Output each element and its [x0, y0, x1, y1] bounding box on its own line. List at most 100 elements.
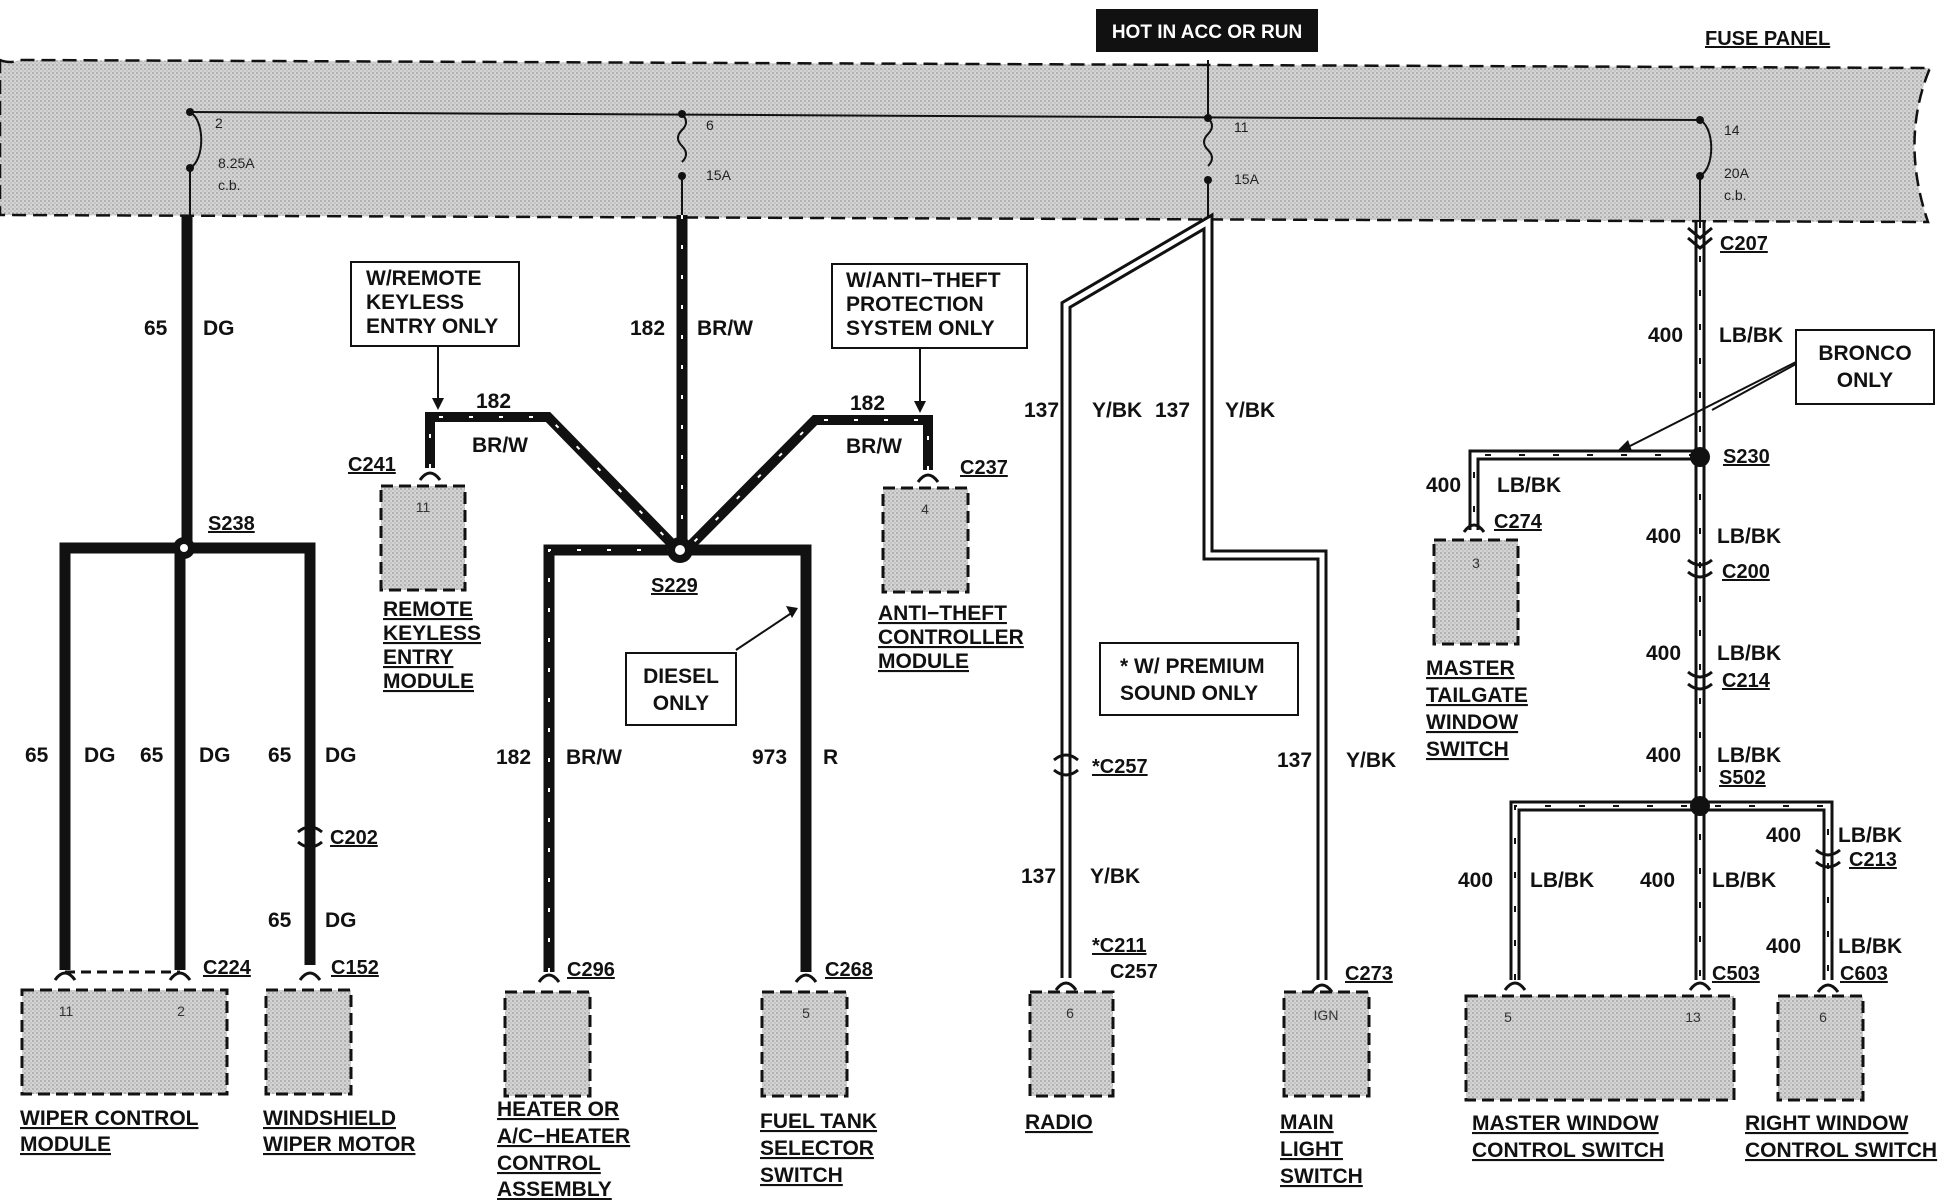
connector-c268: C268	[825, 959, 873, 981]
circuit-973-r	[690, 544, 812, 972]
pin-atc: 4	[921, 501, 929, 517]
connector-c207: C207	[1720, 233, 1768, 255]
note-diesel-line2: ONLY	[653, 692, 709, 715]
heater-box	[503, 990, 592, 1098]
note-premium-line1: * W/ PREMIUM	[1120, 655, 1265, 678]
note-diesel: DIESEL ONLY	[625, 606, 798, 726]
pin-tailgate: 3	[1472, 555, 1480, 571]
remote-keyless-box	[379, 484, 467, 592]
circuit-65-dg	[59, 215, 316, 970]
c202-symbol	[297, 825, 323, 834]
terminal-hooks	[53, 471, 1840, 993]
label-tailgate-4: SWITCH	[1426, 738, 1509, 761]
label-heater-3: CONTROL	[497, 1152, 601, 1175]
wiper-motor-box	[264, 988, 353, 1096]
pin-right-window: 6	[1819, 1009, 1827, 1025]
note-at-line2: PROTECTION	[846, 293, 984, 316]
circuit-400-lbbk	[1468, 222, 1834, 980]
wire-400-label-g: 400	[1640, 869, 1675, 892]
label-tailgate-1: MASTER	[1426, 657, 1515, 680]
fuse-6-number: 6	[706, 117, 714, 133]
label-rke-4: MODULE	[383, 670, 474, 693]
wire-400-label-e: 400	[1646, 744, 1681, 767]
splice-s502-dot	[1690, 796, 1710, 816]
label-tailgate-3: WINDOW	[1426, 711, 1518, 734]
wire-400-label-b: 400	[1426, 474, 1461, 497]
fuse-14-number: 14	[1724, 122, 1740, 138]
c207-symbol	[1687, 226, 1713, 240]
wire-65-label-c: 65	[140, 744, 164, 767]
fuse-6: 6 15A	[677, 110, 732, 215]
note-rke-line1: W/REMOTE	[366, 267, 482, 290]
wire-lbbk-label-e: LB/BK	[1717, 744, 1781, 767]
wire-400-label-i: 400	[1766, 935, 1801, 958]
pin-radio: 6	[1066, 1005, 1074, 1021]
pin-wiper-b: 2	[177, 1003, 185, 1019]
fuse-14-breaker: 14 20A c.b.	[1696, 116, 1750, 222]
wire-65-label-a: 65	[144, 317, 168, 340]
c214-symbol	[1687, 670, 1713, 679]
wire-182-label-b: 182	[476, 390, 511, 413]
fuse-panel-label: FUSE PANEL	[1705, 28, 1830, 50]
connector-c214: C214	[1722, 670, 1771, 692]
connector-c257: C257	[1110, 961, 1158, 983]
label-right-window-2: CONTROL SWITCH	[1745, 1139, 1937, 1162]
fuse-11: 11 15A	[1203, 114, 1260, 222]
wire-137-label-a: 137	[1024, 399, 1059, 422]
component-labels: REMOTE KEYLESS ENTRY MODULE ANTI−THEFT C…	[20, 598, 1937, 1200]
wire-400-label-d: 400	[1646, 642, 1681, 665]
wire-137-label-b: 137	[1155, 399, 1190, 422]
wire-dg-label-c: DG	[199, 744, 231, 767]
right-window-box	[1776, 994, 1865, 1102]
wire-brw-label-c: BR/W	[846, 435, 902, 458]
label-rke-2: KEYLESS	[383, 622, 481, 645]
c202-symbol-b	[297, 840, 323, 849]
wire-65-label-d: 65	[268, 744, 292, 767]
c214-symbol-b	[1687, 682, 1713, 691]
wire-dg-label-d: DG	[325, 744, 357, 767]
connector-labels: C207 C241 C237 C274 C200 C214 C202 C224 …	[203, 233, 1897, 985]
splice-s238-center	[180, 544, 188, 552]
label-master-window-1: MASTER WINDOW	[1472, 1112, 1659, 1135]
label-fuel-3: SWITCH	[760, 1164, 843, 1187]
splice-s238-label: S238	[208, 513, 255, 535]
note-premium-sound: * W/ PREMIUM SOUND ONLY	[1099, 642, 1299, 716]
c207-symbol-b	[1687, 236, 1713, 250]
wire-lbbk-label-h: LB/BK	[1838, 824, 1902, 847]
label-fuel-2: SELECTOR	[760, 1137, 874, 1160]
fuse-14-rating: 20A	[1724, 165, 1750, 181]
label-heater-2: A/C−HEATER	[497, 1125, 630, 1148]
circuit-182-brw	[425, 215, 933, 972]
connector-c237: C237	[960, 457, 1008, 479]
wire-r-label: R	[823, 746, 838, 769]
splice-s502-label: S502	[1719, 767, 1766, 789]
wire-400-label-c: 400	[1646, 525, 1681, 548]
connector-c200: C200	[1722, 561, 1770, 583]
fuse-2-rating: 8.25A	[218, 155, 255, 171]
note-bronco-line1: BRONCO	[1818, 342, 1911, 365]
label-fuel-1: FUEL TANK	[760, 1110, 877, 1133]
note-bronco: BRONCO ONLY	[1618, 329, 1935, 451]
wire-ybk-label-d: Y/BK	[1346, 749, 1396, 772]
fuse-11-number: 11	[1234, 119, 1249, 135]
note-bronco-line2: ONLY	[1837, 369, 1893, 392]
wire-973-label: 973	[752, 746, 787, 769]
pin-fuel: 5	[802, 1005, 810, 1021]
fuse-11-rating: 15A	[1234, 171, 1260, 187]
note-at-line3: SYSTEM ONLY	[846, 317, 995, 340]
connector-c274: C274	[1494, 511, 1543, 533]
component-boxes	[20, 484, 1865, 1102]
connector-c257-star: *C257	[1092, 756, 1148, 778]
pin-mw-a: 5	[1504, 1009, 1512, 1025]
pin-rke: 11	[416, 499, 431, 515]
label-wiper-motor-1: WINDSHIELD	[263, 1107, 396, 1130]
master-tailgate-box	[1432, 538, 1520, 646]
wire-brw-label-b: BR/W	[472, 434, 528, 457]
fuse-2-number: 2	[215, 115, 223, 131]
connector-c273: C273	[1345, 963, 1393, 985]
c213-symbol-b	[1815, 860, 1841, 869]
wire-lbbk-label-g: LB/BK	[1712, 869, 1776, 892]
label-wiper-control-1: WIPER CONTROL	[20, 1107, 199, 1130]
radio-box	[1028, 990, 1115, 1098]
